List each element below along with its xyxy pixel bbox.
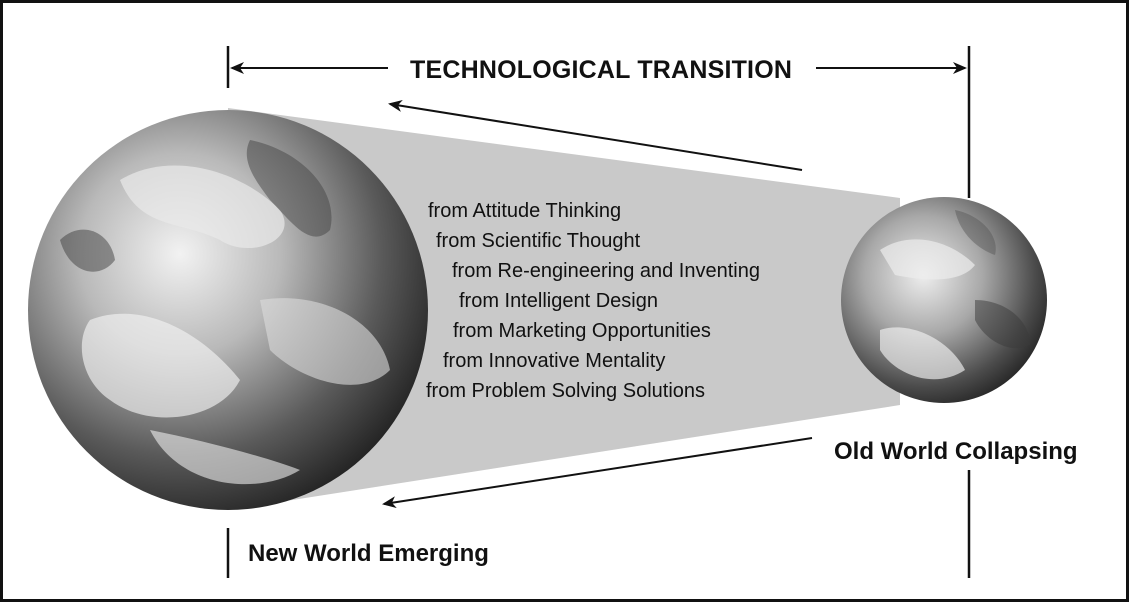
- upper-diagonal-arrow: [388, 99, 803, 171]
- lower-diagonal-arrow: [382, 437, 813, 509]
- list-item: from Intelligent Design: [459, 290, 658, 312]
- list-item: from Marketing Opportunities: [453, 320, 711, 342]
- list-item: from Problem Solving Solutions: [426, 380, 706, 402]
- list-item: from Attitude Thinking: [428, 200, 622, 222]
- list-item: from Innovative Mentality: [443, 350, 666, 372]
- old-world-label: Old World Collapsing: [834, 438, 1078, 465]
- small-globe: [841, 197, 1047, 403]
- diagram-title: TECHNOLOGICAL TRANSITION: [404, 56, 799, 85]
- list-item: from Re-engineering and Inventing: [452, 260, 760, 282]
- large-globe: [28, 110, 428, 510]
- new-world-label: New World Emerging: [248, 540, 489, 567]
- list-item: from Scientific Thought: [436, 230, 641, 252]
